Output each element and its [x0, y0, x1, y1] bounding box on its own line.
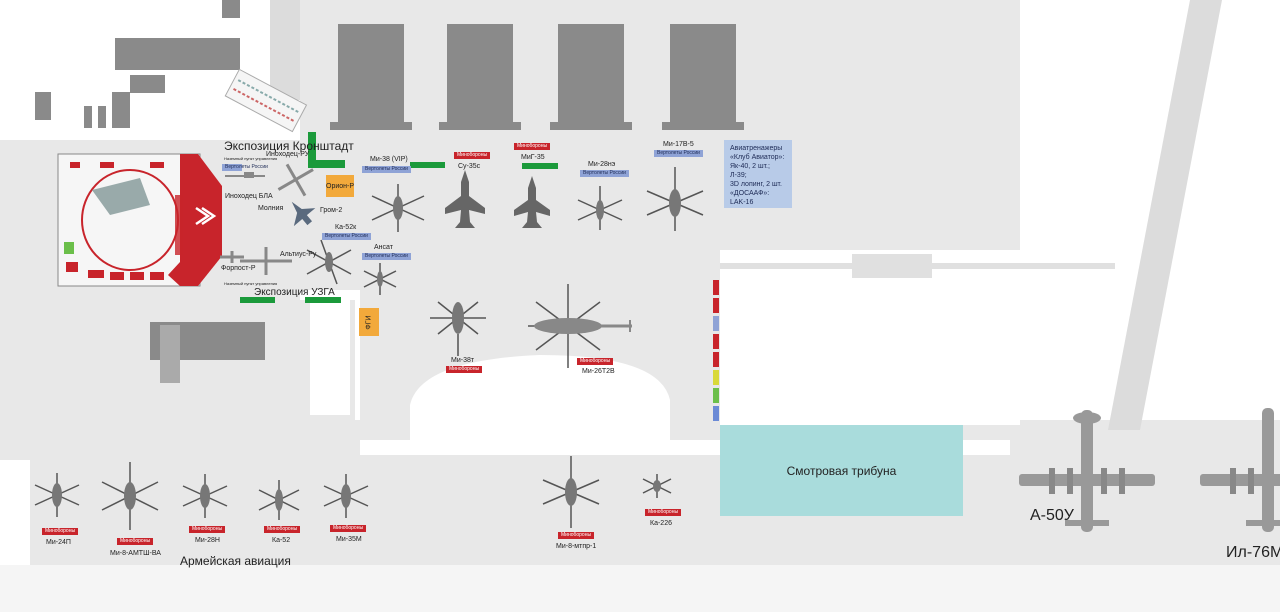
building [222, 0, 240, 18]
helicopter-icon [577, 186, 623, 230]
helicopter-icon [542, 456, 600, 528]
label-ka226: Ка-226 [650, 520, 672, 527]
label-inokhodets-bla: Иноходец БЛА [225, 193, 273, 200]
label-ka52: Ка-52 [272, 537, 291, 544]
building [115, 38, 240, 70]
badge-vertolety: Вертолеты России [654, 150, 703, 157]
kronshtadt-pavilion [57, 153, 222, 287]
label-molnia: Молния [258, 205, 284, 212]
badge-minoborony: Минобороны [264, 526, 301, 533]
label-su35s: Су-35с [458, 163, 481, 170]
helicopter-icon [528, 284, 632, 368]
tilted-pavilion [224, 68, 308, 133]
building [130, 75, 165, 93]
label-mi28nm: Ми-28нэ [588, 161, 616, 168]
helicopter-icon [430, 301, 486, 356]
label-mi24p: Ми-24П [46, 539, 71, 546]
label-mi38t: Ми-38т [451, 357, 475, 364]
airplane-icon [1019, 410, 1155, 532]
badge-minoborony: Минобороны [42, 528, 79, 535]
fgi-label: ФГИ [365, 314, 373, 330]
taxiway-band [0, 565, 1280, 612]
building [98, 106, 106, 128]
badge-minoborony: Минобороны [454, 152, 491, 159]
label-altius-ru: Альтиус-Ру [280, 251, 317, 258]
drone-icon [225, 172, 265, 178]
tribune-label: Смотровая трибуна [786, 463, 897, 478]
label-ansat: Ансат [374, 244, 393, 251]
green-bar [240, 297, 275, 303]
helicopter-icon [323, 474, 369, 518]
fighter-jet-icon [514, 176, 550, 228]
drone-icon [220, 251, 244, 263]
badge-minoborony: Минобороны [189, 526, 226, 533]
label-inokhodets-ru: Иноходец-РУ [266, 151, 310, 158]
badge-vertolety: Вертолеты России [362, 166, 411, 173]
green-bar [305, 297, 341, 303]
label-a50u: А-50У [1030, 507, 1074, 524]
fighter-jet-icon [445, 170, 485, 228]
badge-vertolety: Вертолеты России [222, 164, 268, 171]
label-naz-punkt-2: Наземный пункт управления [224, 281, 278, 286]
label-mi8amtsh: Ми-8-АМТШ-ВА [110, 550, 161, 557]
label-ka52k: Ка-52к [335, 224, 357, 231]
badge-minoborony: Минобороны [446, 366, 483, 373]
badge-vertolety: Вертолеты России [362, 253, 411, 260]
badge-minoborony: Минобороны [117, 538, 154, 545]
green-corner-marker [308, 132, 345, 168]
hangars [330, 24, 744, 130]
badge-minoborony: Минобороны [645, 509, 682, 516]
green-bar [522, 163, 558, 169]
legend-stack [713, 280, 719, 424]
building [84, 106, 92, 128]
helicopter-icon [363, 263, 397, 295]
label-mi178: Ми-17В-5 [663, 141, 694, 148]
center-island [410, 355, 670, 455]
helicopter-icon [34, 473, 80, 517]
label-mi26t2v: Ми-26Т2В [582, 368, 615, 375]
tribune-surround [720, 250, 1020, 425]
label-grom2: Гром-2 [320, 207, 343, 214]
label-army-aviation: Армейская авиация [180, 554, 291, 568]
orion-r-box: Орион-Р [326, 175, 354, 197]
badge-vertolety: Вертолеты России [322, 233, 371, 240]
label-kronshtadt: Экспозиция Кронштадт [224, 139, 354, 153]
label-mi35m: Ми-35М [336, 536, 362, 543]
badge-minoborony: Минобороны [330, 525, 367, 532]
building [35, 92, 51, 120]
label-mi38vip: Ми-38 (VIP) [370, 156, 408, 163]
label-mi28n: Ми-28Н [195, 537, 220, 544]
helicopter-icon [182, 474, 228, 518]
badge-minoborony: Минобороны [514, 143, 551, 150]
green-bar [410, 162, 445, 168]
drone-icon [240, 247, 292, 275]
helicopter-icon [642, 474, 672, 498]
helicopter-icon [371, 184, 425, 232]
label-forpost-r: Форпост-Р [221, 265, 256, 272]
helicopter-icon [646, 167, 704, 231]
building [112, 92, 130, 128]
helicopter-icon [258, 480, 300, 520]
viewing-tribune: Смотровая трибуна [720, 425, 963, 516]
building [160, 325, 180, 383]
airplane-icon [1200, 408, 1280, 532]
label-naz-punkt-1: Наземный пункт управления [224, 156, 278, 161]
helicopter-icon [306, 239, 352, 285]
label-mi8mtpr1: Ми-8-мтпр-1 [556, 543, 597, 550]
badge-minoborony: Минобороны [577, 358, 614, 365]
right-apron [1010, 420, 1280, 570]
badge-vertolety: Вертолеты России [580, 170, 629, 177]
label-il76m: Ил-76М [1226, 544, 1280, 561]
badge-minoborony: Минобороны [558, 532, 595, 539]
label-mig35: МиГ-35 [521, 154, 545, 161]
diagonal-runway [1108, 0, 1222, 430]
info-box: Авиатренажеры «Клуб Авиатор»: Як-40, 2 ш… [724, 140, 792, 208]
fgi-box: ФГИ [359, 308, 379, 336]
drone-icon [277, 163, 314, 197]
drone-icon [291, 201, 316, 227]
helicopter-icon [101, 462, 159, 530]
label-uzga: Экспозиция УЗГА [254, 287, 335, 298]
